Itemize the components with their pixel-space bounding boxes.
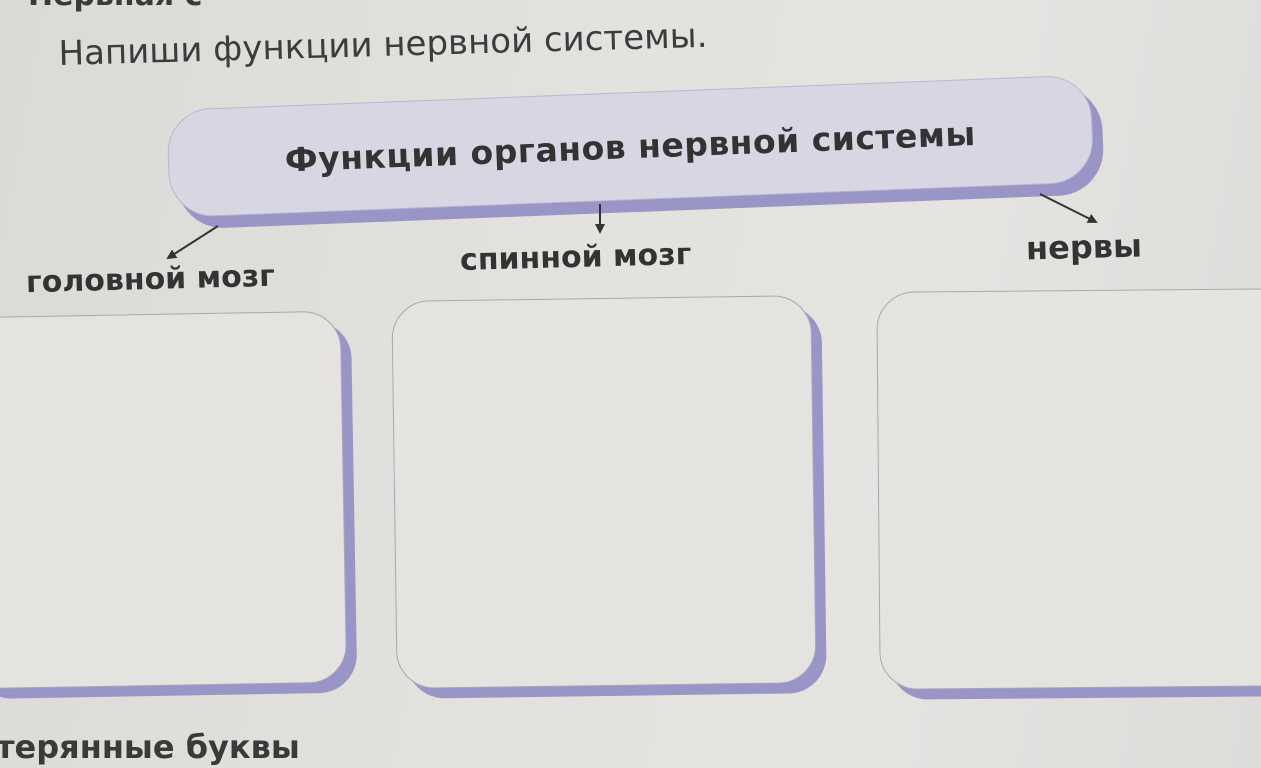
answer-box-face[interactable]: [391, 295, 817, 689]
arrow-to-brain: [166, 225, 219, 260]
answer-box-face[interactable]: [876, 288, 1261, 690]
partial-heading: Нервная с: [28, 0, 202, 13]
answer-box-brain[interactable]: [0, 310, 358, 700]
branch-label-nerves: нервы: [1025, 226, 1143, 268]
answer-box-nerves[interactable]: [876, 288, 1261, 700]
answer-box-spinal-cord[interactable]: [391, 295, 827, 699]
branch-label-spinal-cord: спинной мозг: [459, 236, 692, 279]
branch-label-brain: головной мозг: [25, 258, 276, 301]
answer-box-face[interactable]: [0, 310, 348, 690]
partial-footer-text: терянные буквы: [0, 728, 300, 766]
arrow-to-nerves: [1039, 193, 1098, 223]
